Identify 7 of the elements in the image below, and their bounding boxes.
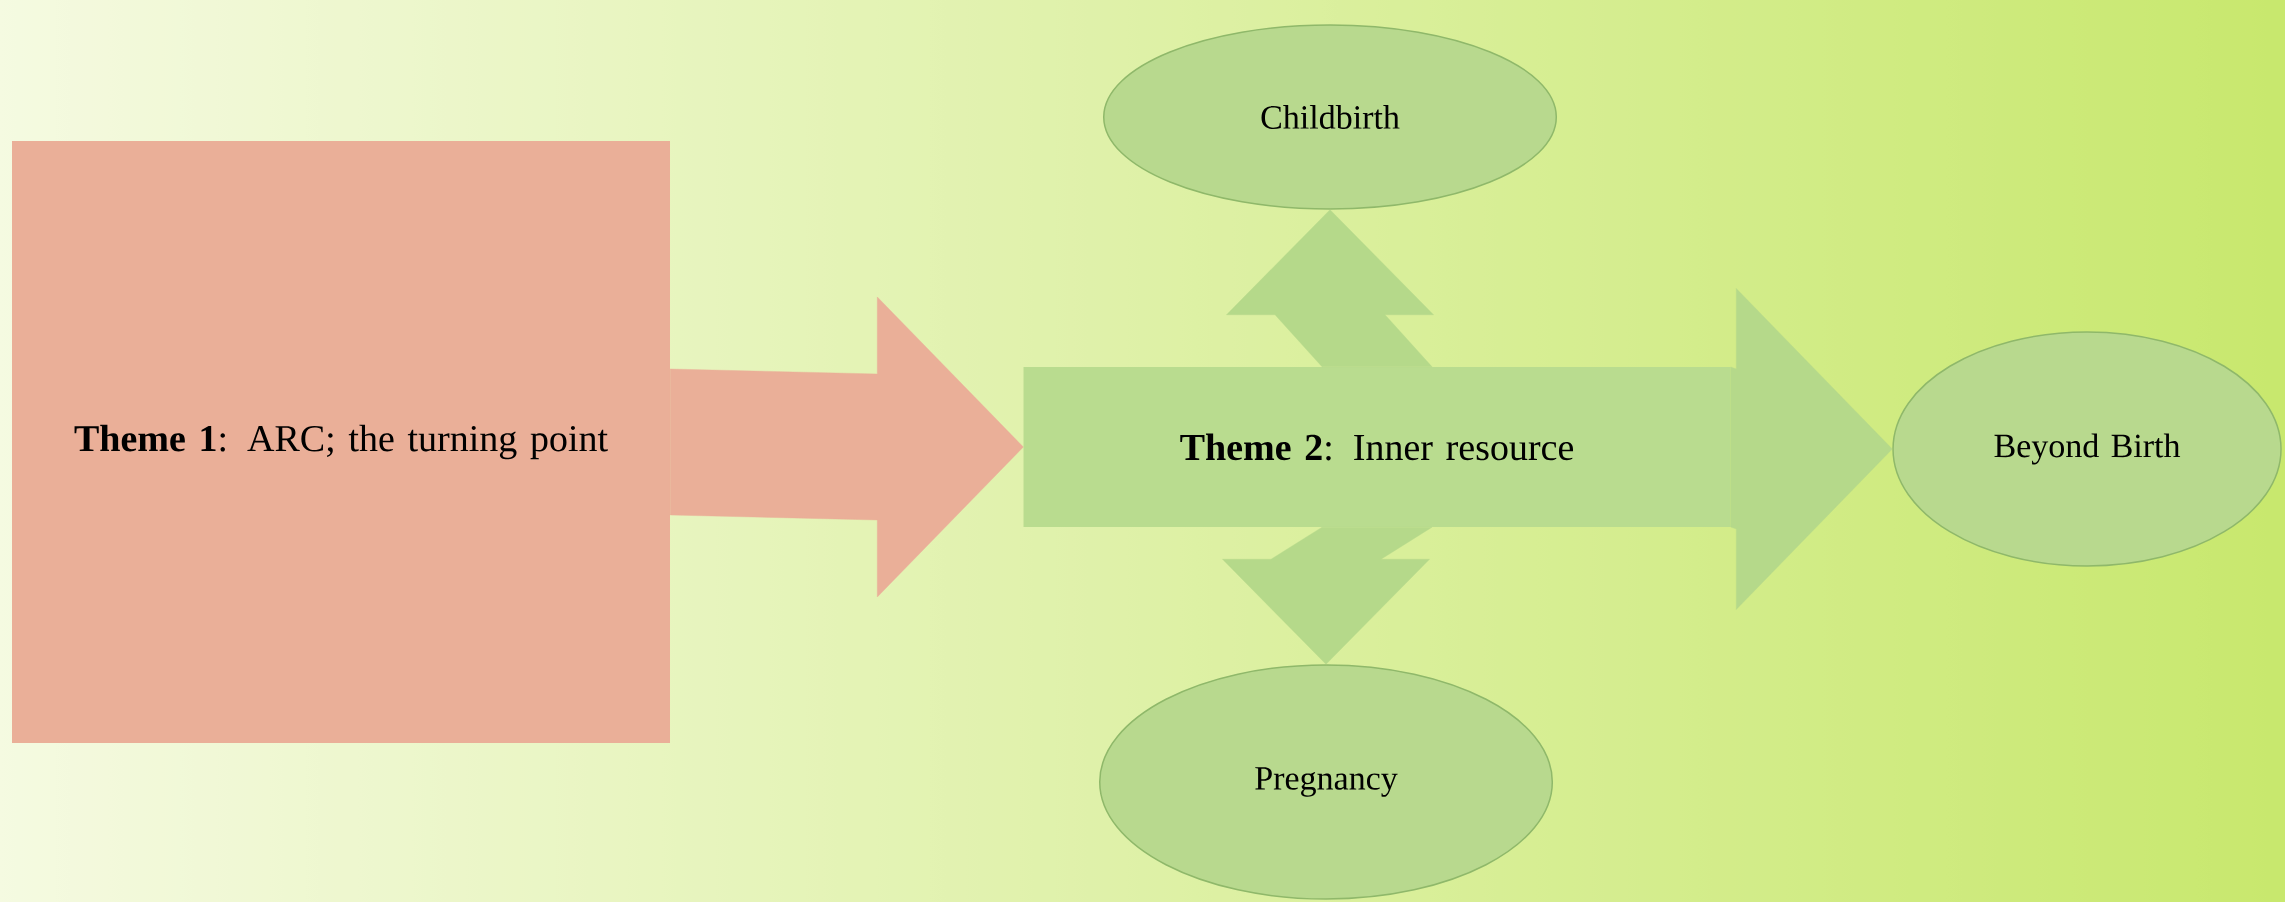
block-arrow xyxy=(670,296,1024,598)
theme-box: Theme 1: ARC; the turning point xyxy=(12,141,670,743)
block-arrow xyxy=(1730,288,1893,610)
node-label: Theme 2: Inner resource xyxy=(1180,433,1574,461)
arrow-body-box: Theme 2: Inner resource xyxy=(1023,367,1731,527)
block-arrow xyxy=(1222,527,1433,665)
block-arrow xyxy=(1226,209,1434,367)
